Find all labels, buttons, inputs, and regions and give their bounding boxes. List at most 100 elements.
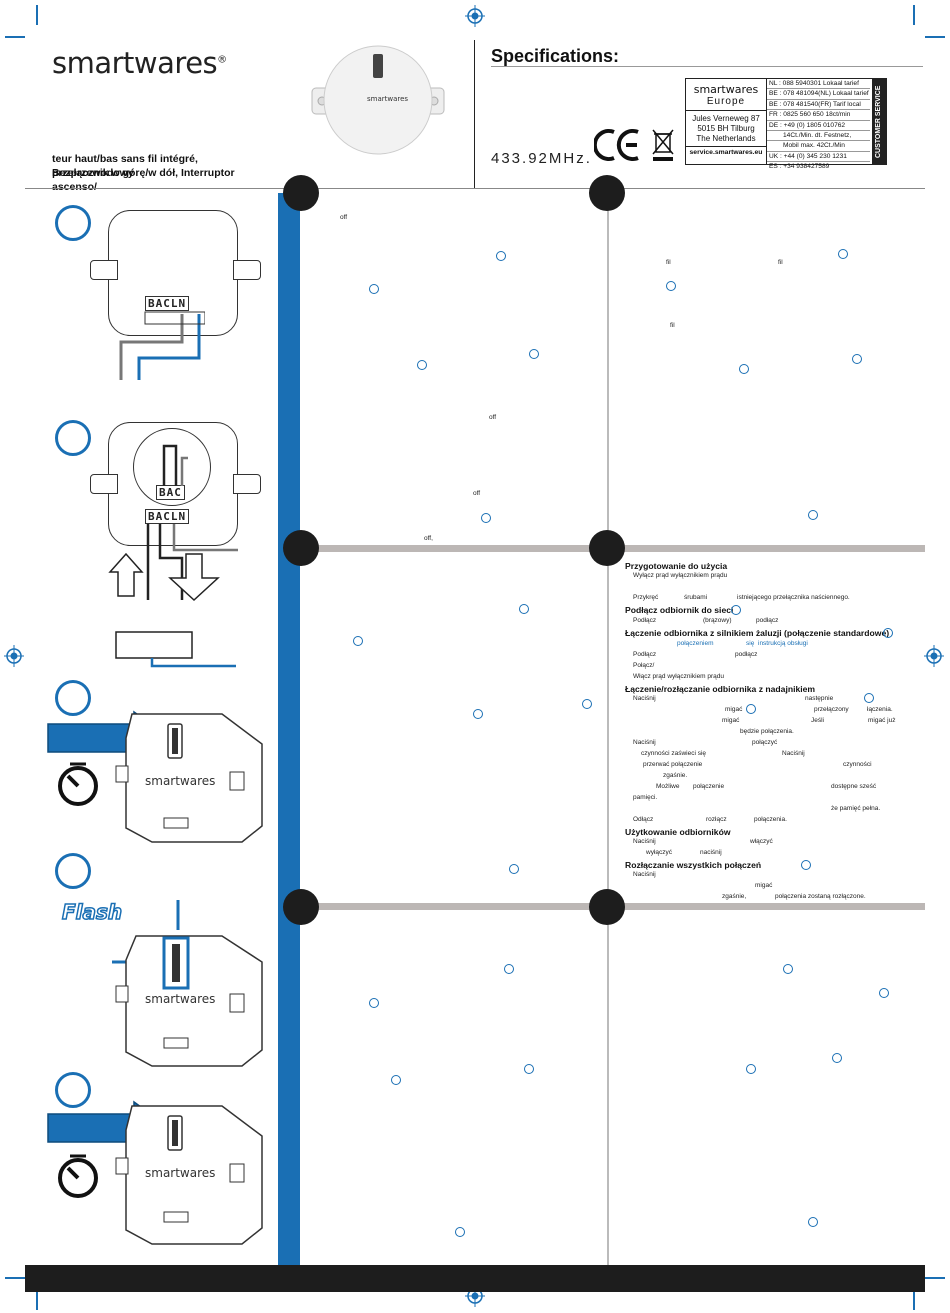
- section-heading: Użytkowanie odbiorników: [625, 827, 731, 837]
- device-brand-label: smartwares: [145, 992, 216, 1006]
- header-divider: [474, 40, 475, 188]
- step-reference-icon: [473, 709, 483, 719]
- instruction-line: istniejącego przełącznika naściennego.: [737, 594, 850, 601]
- step-reference-icon: [731, 605, 741, 615]
- text-fragment: off: [473, 490, 481, 497]
- receiver-module-icon: [311, 45, 445, 155]
- brand-logo-text: smartwares: [52, 46, 218, 80]
- instruction-line: zgaśnie,: [722, 893, 747, 900]
- instruction-line: następnie: [805, 695, 834, 702]
- step-reference-icon: [391, 1075, 401, 1085]
- instruction-line: instrukcją obsługi: [758, 640, 808, 647]
- step-marker-1: [55, 205, 91, 241]
- flash-label: Flash: [61, 899, 123, 925]
- instruction-line: podłącz: [756, 617, 779, 624]
- accent-column-bar: [278, 193, 300, 1265]
- step-reference-icon: [801, 860, 811, 870]
- instruction-line: włączyć: [750, 838, 773, 845]
- mount-ear: [233, 260, 261, 280]
- instruction-line: połączyć: [752, 739, 778, 746]
- instruction-line: Podłącz: [633, 617, 657, 624]
- step-reference-icon: [369, 998, 379, 1008]
- step-reference-icon: [582, 699, 592, 709]
- wires-diagram-1: [119, 311, 205, 380]
- crop-mark: [5, 36, 25, 38]
- motor-inset-circle: [133, 428, 211, 506]
- text-fragment: fil: [778, 259, 783, 266]
- instruction-line: Naciśnij: [633, 871, 656, 878]
- step-reference-icon: [838, 249, 848, 259]
- brand-logo: smartwares®: [52, 46, 227, 80]
- specs-title: Specifications:: [491, 46, 620, 66]
- instruction-line: Połącz/: [633, 662, 655, 669]
- instruction-line: połączenia.: [754, 816, 787, 823]
- crop-mark: [925, 1277, 945, 1279]
- instruction-line: wyłączyć: [646, 849, 673, 856]
- receiver-device-icon: [115, 1105, 263, 1245]
- cs-website: service.smartwares.eu: [686, 146, 766, 156]
- motor-connection-diagram: [108, 524, 238, 668]
- mount-ear: [233, 474, 261, 494]
- section-marker-dot: [589, 530, 625, 566]
- specs-rule: [491, 66, 923, 67]
- step-reference-icon: [746, 1064, 756, 1074]
- instruction-line: Wyłącz prąd wyłącznikiem prądu: [633, 572, 728, 579]
- instruction-line: Naciśnij: [782, 750, 805, 757]
- section-marker-dot: [589, 175, 625, 211]
- cs-address-line: 5015 BH Tilburg: [697, 124, 755, 133]
- text-fragment: off: [340, 214, 348, 221]
- instruction-line: będzie połączenia.: [740, 728, 794, 735]
- instruction-line: naciśnij: [700, 849, 722, 856]
- instruction-line: połączenia zostaną rozłączone.: [775, 893, 866, 900]
- text-fragment: off,: [424, 535, 433, 542]
- registration-mark-icon: [465, 5, 485, 27]
- text-fragment: off: [489, 414, 497, 421]
- step-reference-icon: [529, 349, 539, 359]
- section-marker-dot: [283, 175, 319, 211]
- subtitle-line-2: przełącznik w górę/w dół, Interruptor as…: [52, 167, 235, 193]
- footer-bar: [25, 1265, 925, 1292]
- step-marker-2: [55, 420, 91, 456]
- timer-icon: [58, 762, 98, 806]
- instruction-line: połączeniem: [677, 640, 714, 647]
- instruction-line: Naciśnij: [633, 695, 656, 702]
- step-reference-icon: [879, 988, 889, 998]
- cs-address-line: Jules Verneweg 87: [692, 114, 760, 123]
- product-image: smartwares: [310, 42, 446, 162]
- crop-mark: [913, 1290, 915, 1310]
- instruction-line: pamięci.: [633, 794, 658, 801]
- step-reference-icon: [746, 704, 756, 714]
- cs-phone-row: ES : +34 938427589: [769, 163, 830, 171]
- step-reference-icon: [864, 693, 874, 703]
- wiring-diagram-1: [108, 210, 238, 336]
- step-reference-icon: [883, 628, 893, 638]
- step-reference-icon: [504, 964, 514, 974]
- step-reference-icon: [509, 864, 519, 874]
- section-heading: Łączenie/rozłączanie odbiornika z nadajn…: [625, 684, 816, 694]
- section-marker-dot: [283, 889, 319, 925]
- product-brand-label: smartwares: [367, 95, 409, 103]
- terminal-labels-2b: BACLN: [145, 509, 190, 524]
- cs-brand: smartwares: [693, 83, 759, 96]
- step-reference-icon: [808, 1217, 818, 1227]
- instruction-line: przerwać połączenie: [643, 761, 703, 768]
- cs-phone-row: FR : 0825 560 650 18ct/min: [767, 110, 870, 121]
- instruction-line: Włącz prąd wyłącznikiem prądu: [633, 673, 725, 680]
- step-marker-4: [55, 853, 91, 889]
- cs-region: Europe: [706, 96, 746, 107]
- step-reference-icon: [481, 513, 491, 523]
- cs-phone-row: BE : 078 481094(NL) Lokaal tarief: [767, 89, 870, 100]
- text-fragment: fil: [670, 322, 675, 329]
- instruction-line: połączenie: [693, 783, 725, 790]
- customer-service-box: smartwares Europe Jules Verneweg 87 5015…: [685, 78, 887, 170]
- instruction-line: przełączony: [814, 706, 849, 713]
- instruction-line: Odłącz: [633, 816, 654, 823]
- step-reference-icon: [666, 281, 676, 291]
- instruction-line: Naciśnij: [633, 739, 656, 746]
- instruction-line: migać: [755, 882, 773, 889]
- step-reference-icon: [524, 1064, 534, 1074]
- terminal-labels-1: BACLN: [145, 296, 190, 311]
- instruction-line: migać: [725, 706, 743, 713]
- step-reference-icon: [739, 364, 749, 374]
- instruction-line: się: [746, 640, 755, 647]
